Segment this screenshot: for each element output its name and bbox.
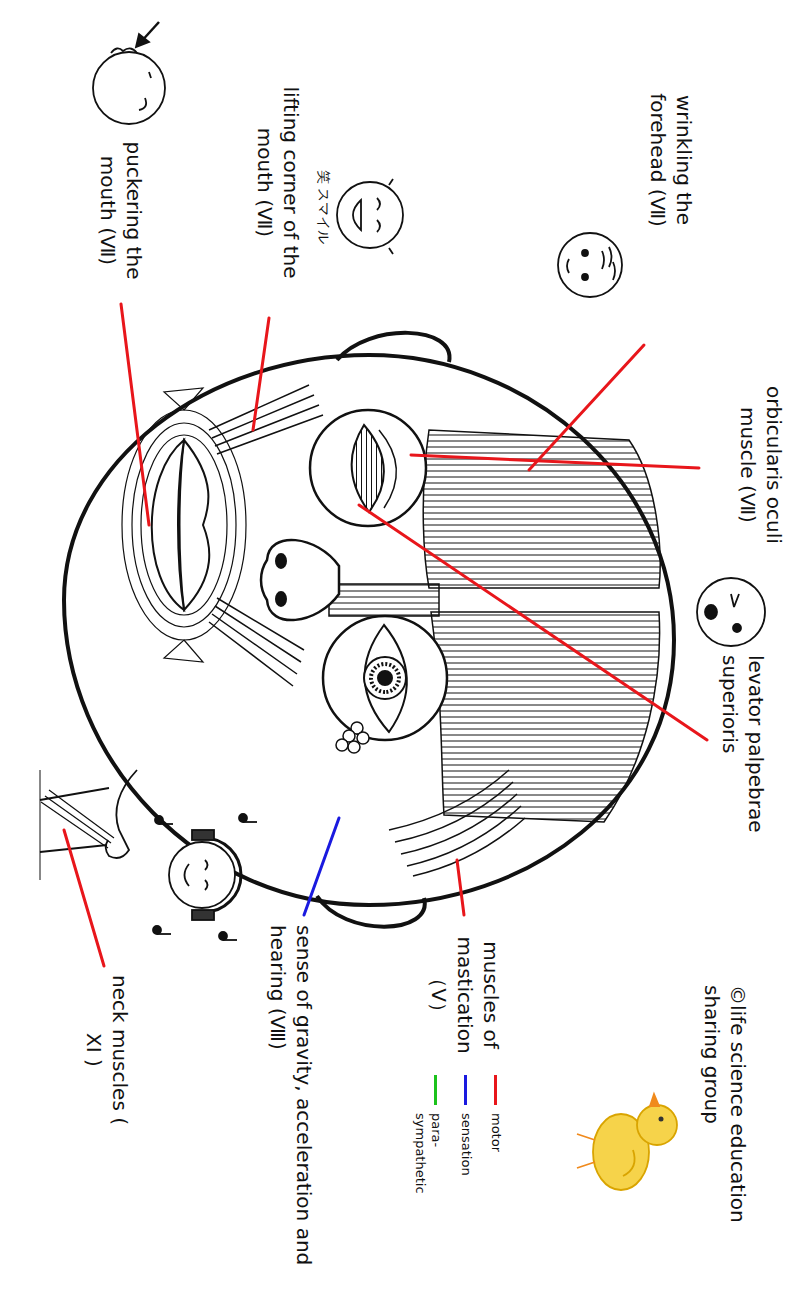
leader-line [529, 345, 644, 470]
legend-row: para- sympathetic [412, 1075, 444, 1193]
upper-lip [180, 440, 210, 610]
smile-icon [337, 179, 403, 254]
legend-text: sensation [458, 1113, 474, 1193]
head [64, 333, 674, 927]
iris-texture [371, 664, 399, 692]
copyright-note: ©life science education sharing group [699, 985, 751, 1250]
leader-line [359, 505, 707, 740]
muscle-label: wrinkling the forehead (Ⅶ) [645, 55, 697, 265]
muscle-label: puckering the mouth (Ⅶ) [95, 128, 147, 293]
legend-text: para- sympathetic [412, 1113, 444, 1193]
leader-line [457, 860, 464, 915]
legend-swatch [464, 1075, 467, 1105]
neck-icon [40, 770, 137, 880]
muscle-label: lifting corner of the mouth (Ⅶ) [252, 60, 304, 305]
procerus-muscle [329, 584, 439, 616]
closed-eyelid [352, 425, 384, 512]
sense-label: sense of gravity, acceleration and heari… [265, 925, 317, 1275]
orbicularis-oculi [323, 616, 447, 740]
muscle-label: levator palpebrae superioris [717, 655, 769, 870]
pucker-icon [93, 22, 165, 124]
iris [364, 657, 406, 699]
icons [40, 22, 765, 1190]
muscle-label: orbicularis oculi muscle (Ⅶ) [735, 385, 787, 545]
eyelid-crease [379, 430, 396, 508]
muscle-label: neck muscles ( ⅩⅠ ) [81, 975, 133, 1125]
lacrimal-gland [336, 722, 369, 753]
leader-lines [64, 304, 707, 966]
open-eye [365, 625, 407, 732]
leader-line [253, 318, 269, 430]
nostril [276, 554, 286, 568]
leader-line [121, 304, 149, 525]
legend-text: motor [488, 1113, 504, 1193]
ear [337, 333, 450, 362]
legend-row: sensation [458, 1075, 474, 1193]
legend-row: motor [488, 1075, 504, 1193]
pupil [378, 671, 392, 685]
forehead-icon [558, 233, 622, 297]
leader-line [304, 818, 339, 915]
legend-swatch [434, 1075, 437, 1105]
frontalis-muscle [431, 612, 660, 822]
icon-caption: 笑 スマイル [315, 170, 333, 244]
ear [317, 896, 425, 927]
legend-swatch [494, 1075, 497, 1105]
headphone-icon [153, 814, 257, 940]
chick-drawing [577, 1094, 677, 1190]
leader-line [64, 830, 104, 966]
leader-line [411, 455, 699, 468]
orbicularis-oculi [310, 410, 426, 526]
head-outline [64, 355, 674, 905]
orbicularis-oris [122, 388, 246, 662]
nostril [276, 592, 286, 606]
frontalis-muscle [423, 430, 660, 588]
lower-lip [152, 440, 184, 610]
zygomaticus-muscle [209, 385, 323, 686]
nose [261, 540, 339, 620]
wink-icon [697, 578, 765, 646]
muscle-label: muscles of mastication （Ⅴ） [426, 925, 504, 1065]
